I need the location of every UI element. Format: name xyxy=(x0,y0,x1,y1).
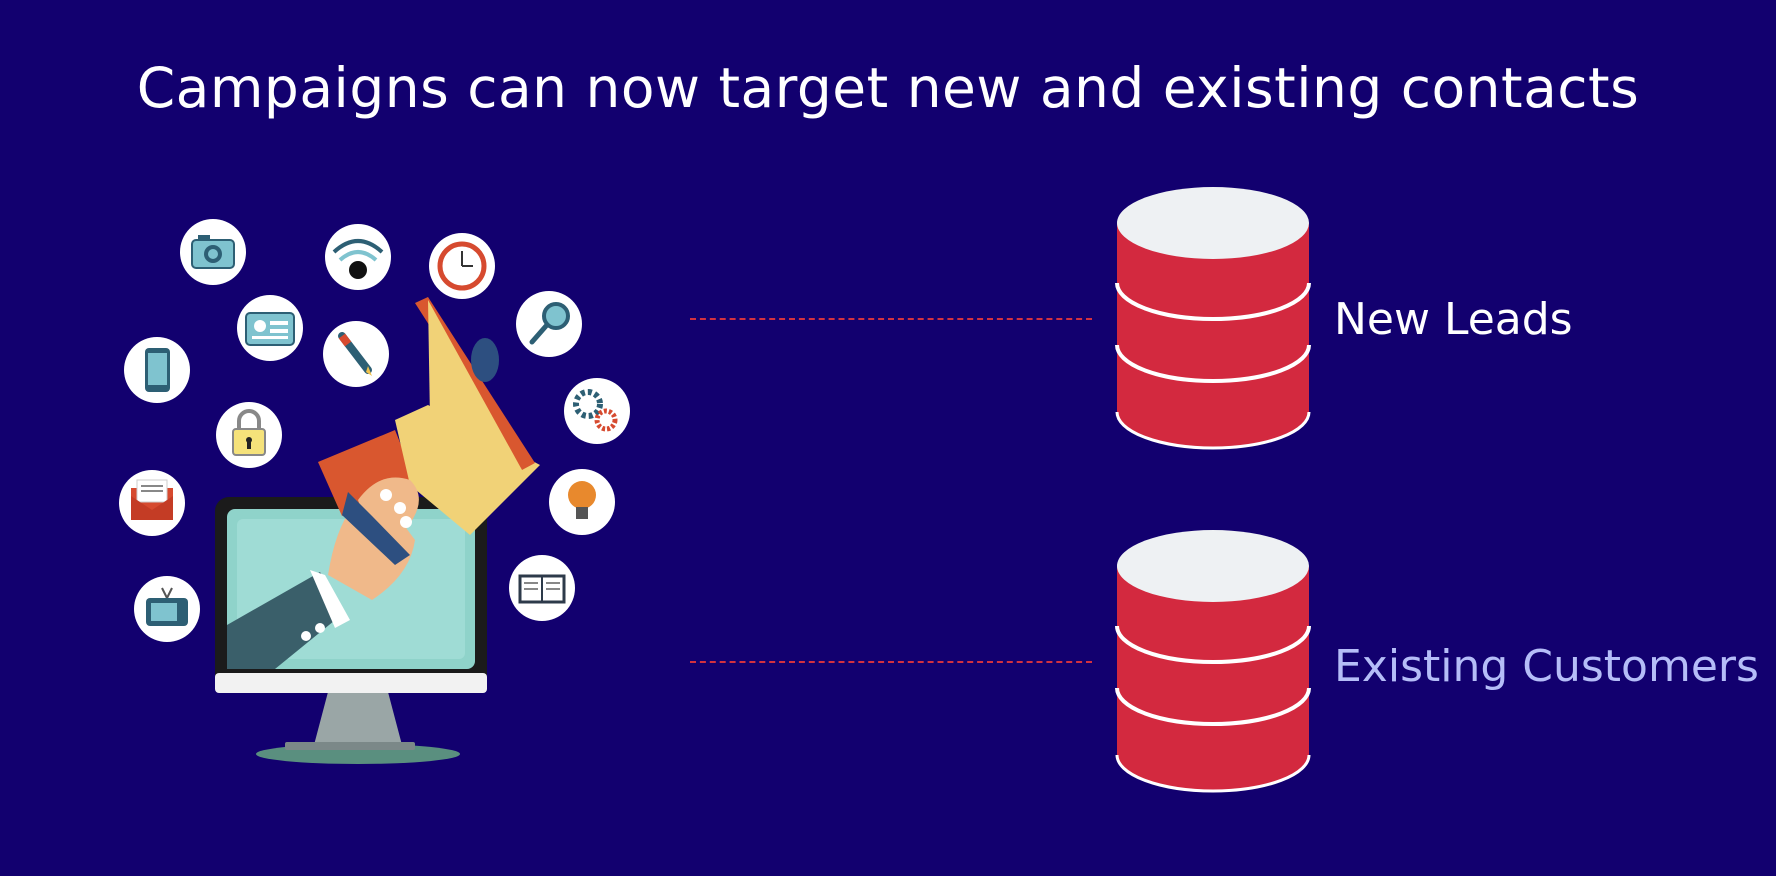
connector-line-new-leads xyxy=(690,318,1092,320)
tv-icon xyxy=(134,576,200,642)
id-card-icon xyxy=(237,295,303,361)
mail-icon xyxy=(119,470,185,536)
marketing-illustration xyxy=(119,219,630,764)
book-icon xyxy=(509,555,575,621)
phone-icon xyxy=(124,337,190,403)
database-icon-new-leads xyxy=(1115,187,1311,450)
connector-line-existing-customers xyxy=(690,661,1092,663)
clock-icon xyxy=(429,233,495,299)
target-label-new-leads: New Leads xyxy=(1334,294,1573,345)
magnifier-icon xyxy=(516,291,582,357)
gears-icon xyxy=(564,378,630,444)
target-label-existing-customers: Existing Customers xyxy=(1334,641,1759,692)
megaphone-icon xyxy=(227,297,540,669)
lightbulb-icon xyxy=(549,469,615,535)
database-icon-existing-customers xyxy=(1115,530,1311,793)
pencil-icon xyxy=(323,321,389,387)
lock-icon xyxy=(216,402,282,468)
wifi-icon xyxy=(325,224,391,290)
camera-icon xyxy=(180,219,246,285)
page-title: Campaigns can now target new and existin… xyxy=(136,56,1640,120)
